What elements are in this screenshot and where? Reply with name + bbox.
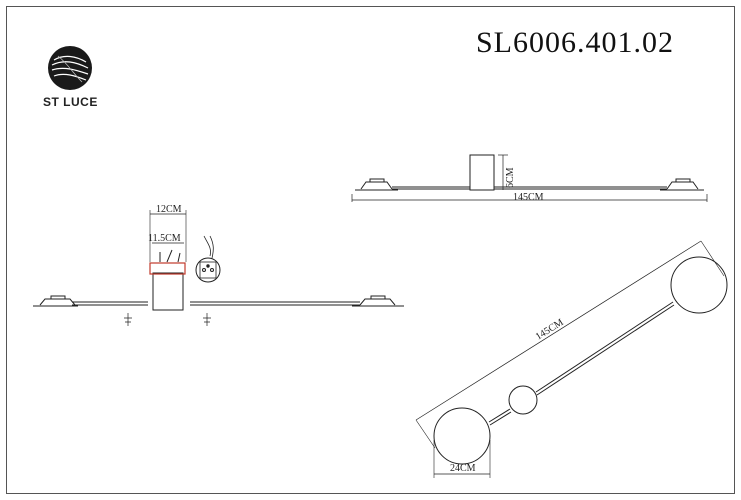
- front-elevation-view: [33, 210, 404, 326]
- dim-length-label: 145CM: [513, 192, 544, 203]
- model-number: SL6006.401.02: [476, 26, 675, 59]
- dim-width-label: 12CM: [156, 204, 182, 215]
- dim-diagonal-label: 145CM: [534, 317, 566, 343]
- dim-diameter-label: 24CM: [450, 463, 476, 474]
- dim-height-label: 6CM: [505, 167, 516, 188]
- dim-inner-width-label: 11.5CM: [148, 233, 181, 244]
- brand-logo-icon: [48, 46, 92, 90]
- side-elevation-view: [351, 154, 708, 202]
- drawing-frame: [6, 6, 735, 494]
- brand-name: ST LUCE: [43, 95, 98, 109]
- top-view: [415, 240, 728, 478]
